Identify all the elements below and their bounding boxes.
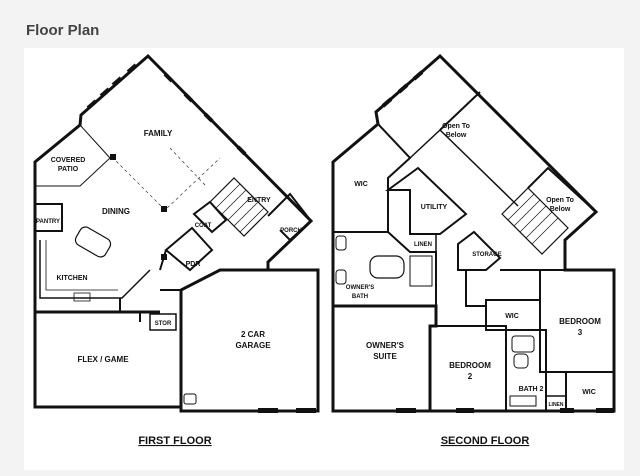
room-label-owners-suite-1: OWNER'S bbox=[366, 341, 405, 350]
utility-outline bbox=[384, 166, 468, 235]
second-floor-labels: Open To Below Open To Below WIC UTILITY … bbox=[346, 123, 601, 447]
covered-patio-outline bbox=[34, 124, 111, 187]
room-label-family: FAMILY bbox=[144, 129, 173, 138]
second-floor-outer-wall bbox=[331, 53, 616, 413]
first-floor-labels: FAMILY COVERED PATIO DINING PANTRY KITCH… bbox=[36, 129, 302, 447]
room-label-entry: ENTRY bbox=[247, 197, 271, 204]
room-label-stor: STOR bbox=[155, 321, 172, 327]
room-label-owners-suite-2: SUITE bbox=[373, 352, 397, 361]
room-label-linen-1: LINEN bbox=[414, 242, 432, 248]
room-label-garage-2: GARAGE bbox=[235, 341, 271, 350]
room-label-dining: DINING bbox=[102, 207, 130, 216]
kitchen-counter bbox=[39, 240, 151, 299]
room-label-pantry: PANTRY bbox=[36, 219, 60, 225]
room-label-wic-main: WIC bbox=[354, 181, 368, 188]
room-label-kitchen: KITCHEN bbox=[56, 275, 87, 282]
room-label-coat: COAT bbox=[195, 223, 212, 229]
porch-outline bbox=[267, 192, 313, 242]
room-label-bedroom-2-2: 2 bbox=[468, 372, 473, 381]
storage-outline bbox=[457, 230, 502, 271]
room-label-garage-1: 2 CAR bbox=[241, 330, 265, 339]
room-label-porch: PORCH bbox=[280, 228, 302, 234]
pdr-outline bbox=[164, 226, 214, 272]
garage-outline bbox=[179, 268, 268, 312]
room-label-open-to-below-a-2: Below bbox=[446, 132, 467, 139]
room-label-open-to-below-b-2: Below bbox=[550, 206, 571, 213]
wic-3-outline bbox=[565, 371, 614, 411]
room-label-pdr: PDR bbox=[186, 261, 201, 268]
room-label-open-to-below-b-1: Open To bbox=[546, 197, 574, 204]
room-label-utility: UTILITY bbox=[421, 204, 448, 211]
second-floor-plan bbox=[331, 53, 616, 413]
bathtub bbox=[369, 255, 405, 279]
bedroom-2-outline bbox=[430, 325, 507, 411]
room-label-wic-2: WIC bbox=[505, 313, 519, 320]
room-label-bedroom-2-1: BEDROOM bbox=[449, 361, 491, 370]
first-floor-caption: FIRST FLOOR bbox=[138, 435, 211, 447]
room-label-covered-patio-1: COVERED bbox=[51, 157, 86, 164]
room-label-linen-2: LINEN bbox=[549, 402, 564, 408]
room-label-covered-patio-2: PATIO bbox=[58, 166, 79, 173]
second-floor-caption: SECOND FLOOR bbox=[441, 435, 530, 447]
room-label-wic-3: WIC bbox=[582, 389, 596, 396]
water-heater bbox=[183, 393, 197, 405]
open-to-below-a-outline bbox=[409, 128, 519, 207]
pantry-outline bbox=[35, 203, 63, 232]
stor-outline bbox=[149, 313, 177, 331]
room-label-owners-bath-1: OWNER'S bbox=[346, 285, 374, 291]
bath-2-outline bbox=[506, 329, 547, 411]
coat-closet-outline bbox=[192, 200, 228, 234]
room-label-bedroom-3-2: 3 bbox=[578, 328, 583, 337]
room-label-bath-2: BATH 2 bbox=[519, 386, 544, 393]
page-title: Floor Plan bbox=[26, 22, 100, 39]
room-label-flex: FLEX / GAME bbox=[77, 355, 129, 364]
second-floor-stair bbox=[501, 187, 569, 255]
first-floor-plan bbox=[33, 53, 320, 413]
wic-main-outline bbox=[332, 122, 412, 233]
room-label-owners-bath-2: BATH bbox=[352, 294, 368, 300]
floor-plan-panel bbox=[24, 48, 624, 470]
room-label-bedroom-3-1: BEDROOM bbox=[559, 317, 601, 326]
kitchen-island bbox=[74, 226, 112, 258]
room-label-open-to-below-a-1: Open To bbox=[442, 123, 470, 130]
stair-outline bbox=[209, 177, 269, 237]
room-label-storage: STORAGE bbox=[472, 252, 502, 258]
